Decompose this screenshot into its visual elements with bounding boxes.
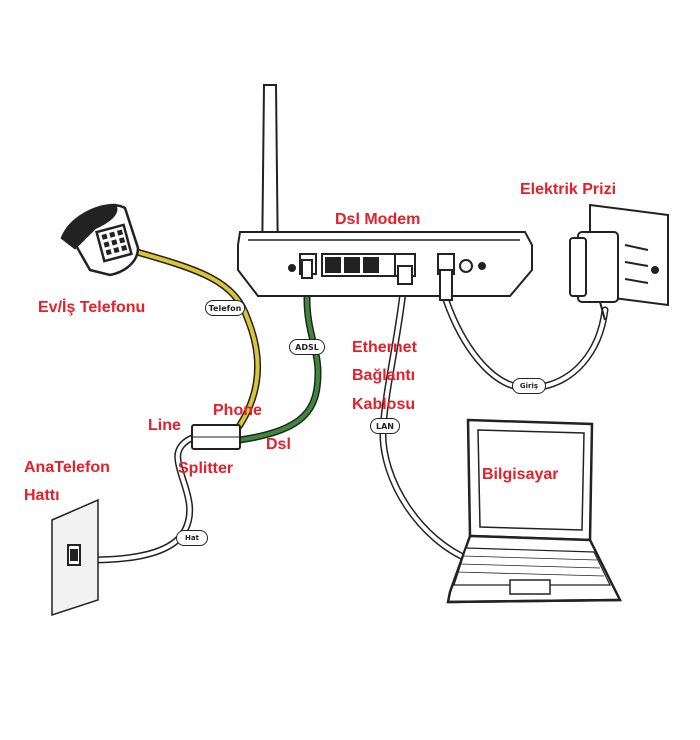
splitter bbox=[191, 424, 241, 450]
giris-cable-tag: Giriş bbox=[512, 378, 546, 394]
adsl-cable-tag: ADSL bbox=[289, 339, 325, 355]
electric-outlet-label: Elektrik Prizi bbox=[520, 181, 617, 198]
phone-label: Ev/İş Telefonu bbox=[38, 299, 146, 316]
dsl-port-label: Dsl bbox=[266, 436, 291, 453]
main-line-label-line1: AnaTelefon bbox=[24, 459, 110, 476]
hat-cable-tag: Hat bbox=[176, 530, 208, 546]
lan-cable-tag: LAN bbox=[370, 418, 400, 434]
telefon-cable-tag: Telefon bbox=[205, 300, 245, 316]
dsl-modem-label: Dsl Modem bbox=[335, 211, 421, 228]
phone-port-label: Phone bbox=[213, 402, 262, 419]
computer-label: Bilgisayar bbox=[482, 466, 559, 483]
electric-outlet bbox=[569, 203, 669, 321]
ethernet-label-line2: Bağlantı bbox=[352, 367, 416, 384]
dsl-modem bbox=[237, 84, 533, 301]
splitter-label: Splitter bbox=[178, 460, 234, 477]
telephone bbox=[60, 203, 140, 277]
line-port-label: Line bbox=[148, 417, 181, 434]
laptop bbox=[446, 418, 623, 604]
ethernet-label-line3: Kablosu bbox=[352, 396, 416, 413]
power-cable bbox=[442, 296, 609, 392]
ethernet-label-line1: Ethernet bbox=[352, 339, 417, 356]
wall-phone-jack bbox=[51, 498, 99, 617]
main-line-label-line2: Hattı bbox=[24, 487, 60, 504]
